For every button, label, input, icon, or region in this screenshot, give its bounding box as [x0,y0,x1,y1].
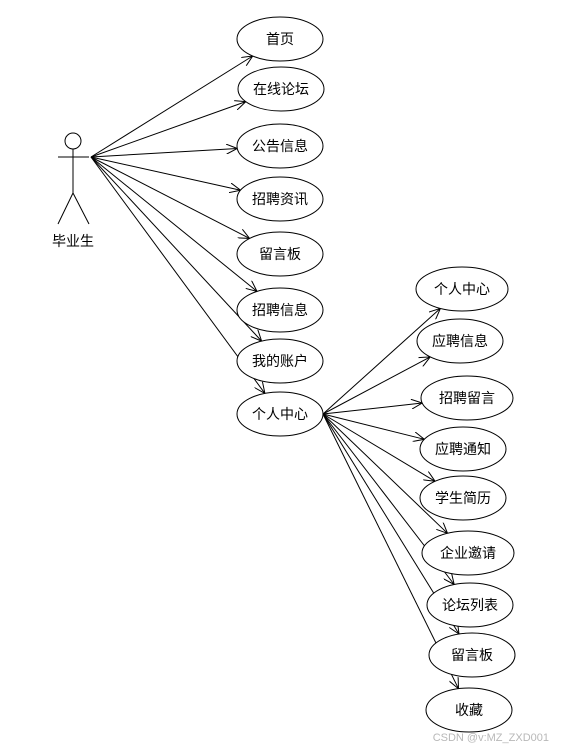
association-line-recruit-info [90,156,257,291]
usecase-label: 我的账户 [252,353,308,370]
usecase-ellipse [236,338,324,384]
usecase-label: 首页 [266,32,294,48]
usecase-sub-favorites: 收藏 [425,687,513,733]
actor-head [64,132,82,150]
usecase-sub-forum-list: 论坛列表 [426,582,514,628]
usecase-sub-message-board: 留言板 [428,632,516,678]
usecase-home: 首页 [236,16,324,62]
association-line-sub-recruit-message [322,403,422,415]
actor: 毕业生 [52,132,94,250]
usecase-label: 留言板 [259,247,301,263]
usecase-ellipse [416,318,504,364]
usecase-label: 企业邀请 [440,545,496,562]
usecase-sub-application-info: 应聘信息 [416,318,504,364]
usecase-label: 公告信息 [252,138,308,155]
usecase-label: 应聘通知 [435,441,491,458]
association-line-sub-application-notice [322,413,424,439]
usecase-label: 应聘信息 [432,333,488,350]
usecase-sub-application-notice: 应聘通知 [419,426,507,472]
usecase-ellipse [420,375,514,421]
association-line-sub-company-invite [322,413,448,533]
association-lines [90,56,459,689]
usecase-ellipse [236,16,324,62]
actor-label: 毕业生 [52,234,94,250]
usecase-ellipse [426,582,514,628]
usecase-label: 留言板 [451,648,493,664]
usecase-ellipse [237,66,325,112]
usecase-ellipse [419,475,507,521]
usecase-label: 论坛列表 [442,598,498,614]
usecase-online-forum: 在线论坛 [237,66,325,112]
usecase-sub-personal-center: 个人中心 [415,266,509,312]
usecase-label: 招聘信息 [252,302,308,319]
actor-left-leg [57,192,74,225]
usecase-ellipse [421,530,515,576]
usecase-announcement: 公告信息 [236,123,324,169]
usecase-my-account: 我的账户 [236,338,324,384]
usecase-sub-recruit-message: 招聘留言 [420,375,514,421]
usecase-ellipse [236,391,324,437]
usecase-label: 招聘留言 [439,391,495,407]
usecase-label: 学生简历 [435,490,491,507]
association-line-personal-center [90,156,265,393]
association-line-sub-student-resume [322,413,435,481]
usecase-personal-center: 个人中心 [236,391,324,437]
association-line-message-board [90,156,250,238]
usecase-label: 招聘资讯 [252,192,308,208]
association-line-sub-application-info [322,357,430,415]
usecase-ellipse [236,287,324,333]
usecase-ellipse [236,123,324,169]
association-line-home [90,56,253,158]
usecase-sub-company-invite: 企业邀请 [421,530,515,576]
usecase-label: 收藏 [455,703,483,719]
usecase-recruit-news: 招聘资讯 [236,176,324,222]
usecase-label: 在线论坛 [253,82,309,98]
usecase-message-board: 留言板 [236,231,324,277]
association-line-recruit-news [90,156,241,190]
usecase-ellipse [428,632,516,678]
watermark: CSDN @v:MZ_ZXD001 [432,732,549,744]
usecase-recruit-info: 招聘信息 [236,287,324,333]
association-line-announcement [90,149,237,158]
usecase-ellipse [415,266,509,312]
usecase-label: 个人中心 [434,282,490,298]
usecase-ellipse [236,176,324,222]
usecase-sub-student-resume: 学生简历 [419,475,507,521]
usecase-ellipse [419,426,507,472]
usecase-ellipse [236,231,324,277]
usecase-label: 个人中心 [252,407,308,423]
actor-right-leg [72,192,90,225]
association-line-online-forum [90,102,246,158]
association-line-sub-personal-center [322,308,440,415]
usecase-ellipse [425,687,513,733]
association-line-my-account [90,156,262,341]
